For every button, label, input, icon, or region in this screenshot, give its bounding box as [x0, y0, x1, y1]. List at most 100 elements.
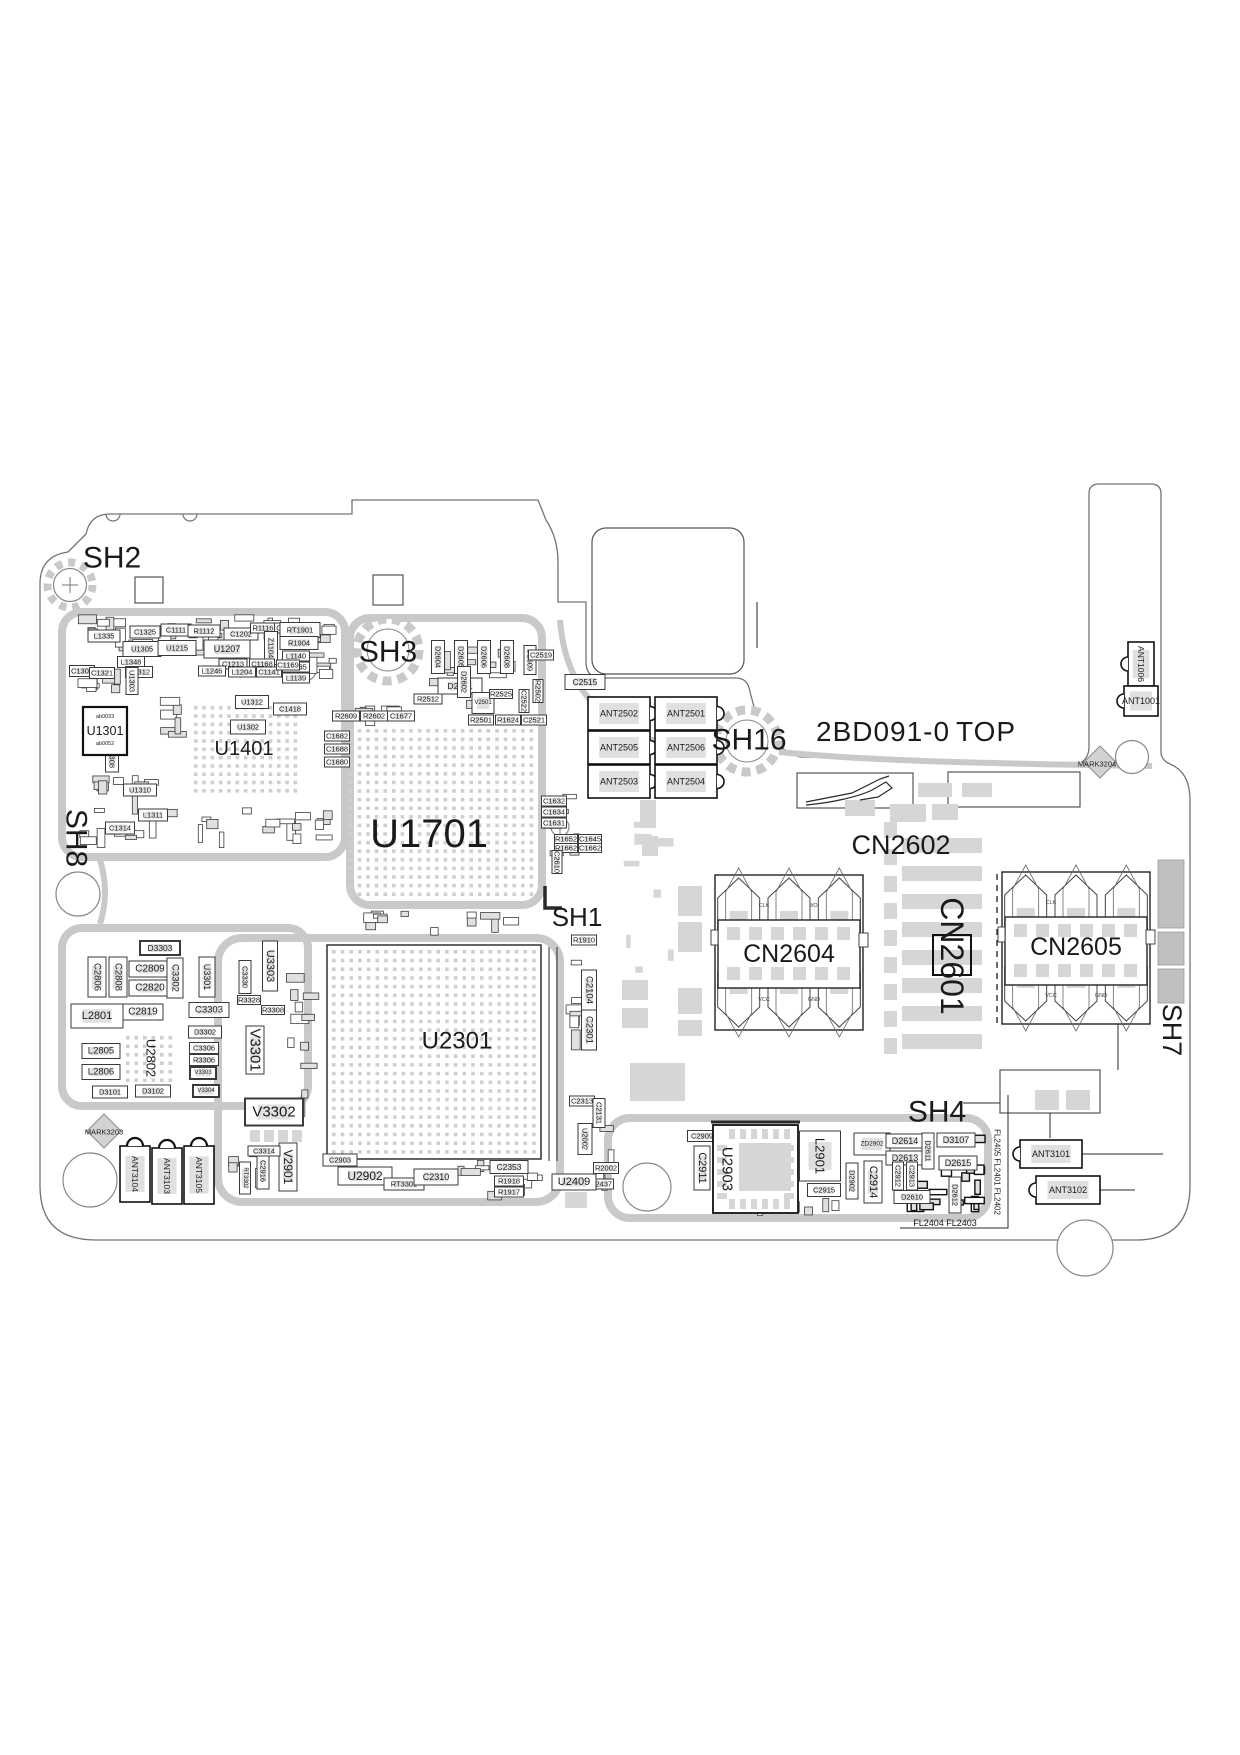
bga-pad-dot	[383, 840, 387, 845]
component-label-C2515: C2515	[572, 677, 597, 687]
bga-pad-dot	[462, 1150, 467, 1154]
bga-pad-dot	[426, 729, 430, 733]
bga-pad-dot	[392, 823, 396, 828]
bga-pad-dot	[521, 772, 525, 776]
sheet-label-SH3: SH3	[359, 636, 417, 669]
bga-pad-dot	[503, 892, 508, 896]
bga-pad-dot	[435, 892, 439, 896]
bga-pad-dot	[375, 1019, 380, 1024]
bga-pad-dot	[400, 754, 405, 759]
bga-pad-dot	[392, 772, 396, 776]
bga-pad-dot	[349, 729, 353, 733]
label-FL2405-FL2401-FL2402: FL2405 FL2401 FL2402	[993, 1129, 1002, 1215]
bga-pad-dot	[427, 984, 432, 989]
bga-pad-dot	[410, 1106, 414, 1111]
bga-pad-dot	[497, 1019, 501, 1024]
bga-pad-dot	[486, 754, 491, 759]
bga-pad-dot	[514, 1124, 519, 1128]
pad	[884, 1011, 897, 1027]
bga-pad-dot	[471, 1124, 475, 1128]
bga-pad-dot	[435, 849, 439, 853]
bga-pad-dot	[523, 1002, 527, 1006]
castle-pad-label: GND	[1095, 993, 1107, 999]
bga-pad-dot	[453, 1028, 458, 1032]
component-label-Z1104: Z1104	[267, 638, 276, 659]
bga-pad-dot	[471, 1106, 475, 1111]
bga-pad-dot	[460, 823, 465, 828]
bga-pad-dot	[478, 858, 482, 862]
bga-pad-dot	[471, 1115, 475, 1119]
bga-pad-dot	[374, 780, 379, 785]
small-component	[131, 793, 138, 815]
bga-pad-dot	[452, 892, 456, 896]
bga-pad-dot	[453, 1071, 458, 1076]
bga-pad-dot	[268, 755, 273, 760]
qfn-pin	[740, 1199, 746, 1209]
bga-pad-dot	[514, 1106, 519, 1111]
detail-line	[805, 781, 893, 806]
bga-pad-dot	[349, 875, 353, 879]
component-label-R1910: R1910	[573, 936, 595, 945]
component-label-D3102: D3102	[142, 1087, 164, 1096]
bga-pad-dot	[514, 1028, 519, 1032]
mounting-hole	[1056, 1219, 1114, 1277]
bga-pad-dot	[143, 1078, 147, 1083]
ant-body	[666, 770, 706, 793]
component-label-U1215: U1215	[166, 644, 188, 653]
bga-pad-dot	[268, 747, 273, 752]
bga-pad-dot	[357, 789, 362, 793]
pad	[902, 950, 982, 965]
board-edge-notches	[105, 513, 198, 522]
component-body	[577, 937, 591, 943]
bga-pad-dot	[384, 1028, 388, 1032]
bga-pad-dot	[358, 1106, 362, 1111]
bga-pad-dot	[529, 866, 534, 871]
component-label-ANT3103: ANT3103	[162, 1158, 172, 1194]
bga-pad-dot	[392, 950, 397, 954]
bga-pad-dot	[532, 1089, 536, 1093]
component-label-D2611: D2611	[924, 1140, 933, 1162]
bga-pad-dot	[383, 866, 387, 871]
bga-pad-dot	[452, 883, 456, 888]
ant-body	[666, 702, 706, 725]
component-label-D2605: D2605	[457, 646, 466, 668]
plate-pad	[727, 967, 740, 980]
component-label-L1204: L1204	[232, 668, 253, 677]
bga-pad-dot	[340, 1028, 345, 1032]
bga-pad-dot	[443, 815, 448, 819]
bga-pad-dot	[419, 1054, 423, 1058]
bga-pad-dot	[488, 950, 493, 954]
small-component	[444, 651, 451, 671]
bga-pad-dot	[366, 1080, 371, 1085]
bga-pad-dot	[358, 1054, 362, 1058]
bga-pad-dot	[366, 1115, 371, 1119]
bga-pad-dot	[514, 1097, 519, 1102]
bga-pad-dot	[358, 1002, 362, 1006]
bga-pad-dot	[478, 789, 482, 793]
component-label-C1680: C1680	[326, 758, 348, 767]
component-label-L2801: L2801	[82, 1010, 113, 1022]
bga-pad-dot	[445, 1080, 449, 1085]
bga-pad-dot	[521, 858, 525, 862]
bga-pad-dot	[453, 1132, 458, 1137]
bga-pad-dot	[460, 772, 465, 776]
bga-pad-dot	[443, 763, 448, 767]
bga-pad-dot	[427, 1115, 432, 1119]
bga-pad-dot	[332, 1150, 336, 1154]
bga-pad-dot	[427, 958, 432, 963]
component-body	[561, 1177, 587, 1187]
bga-pad-dot	[495, 840, 499, 845]
bga-pad-dot	[410, 1019, 414, 1024]
bga-pad-dot	[285, 722, 289, 727]
bga-pad-dot	[357, 866, 362, 871]
side-tab	[1145, 929, 1156, 945]
u1301-subcode-bottom: ab0052	[96, 741, 114, 747]
component-label-R2609: R2609	[335, 712, 357, 721]
bga-pad-dot	[495, 849, 499, 853]
bga-pad-dot	[453, 1089, 458, 1093]
bga-pad-dot	[285, 739, 289, 743]
bga-pad-dot	[349, 1124, 353, 1128]
bga-pad-dot	[486, 797, 491, 802]
bga-pad-dot	[503, 746, 508, 750]
small-component	[287, 1037, 295, 1048]
